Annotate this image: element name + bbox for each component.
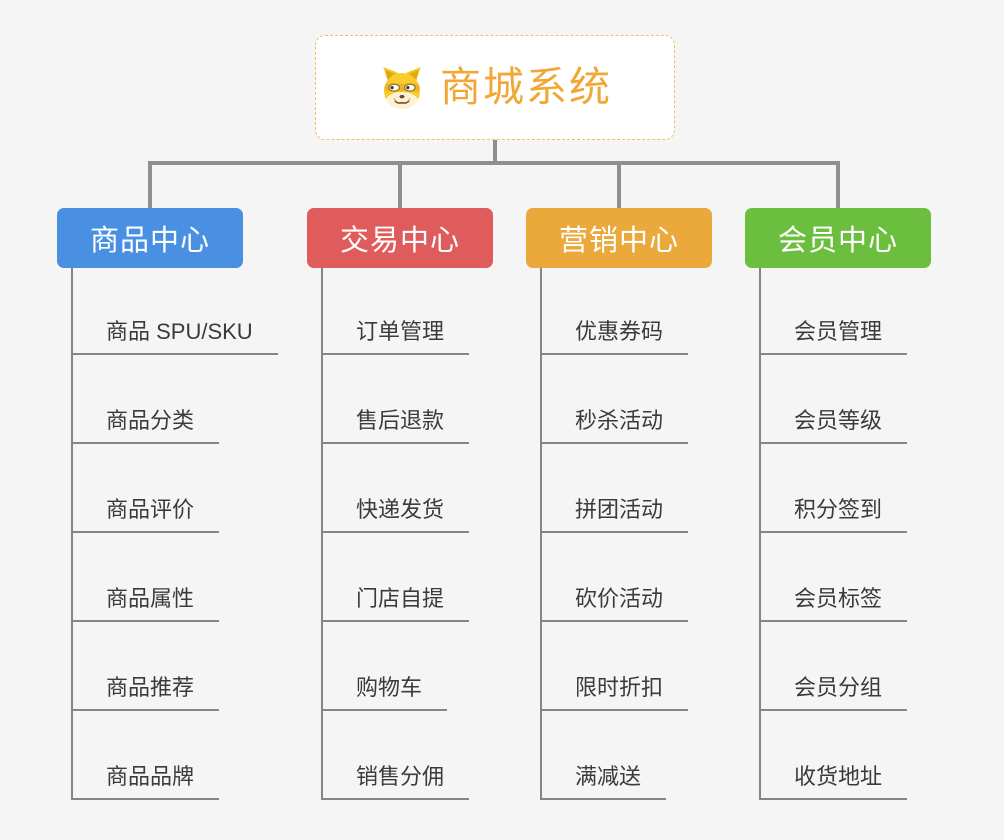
child-node[interactable]: 商品品牌	[71, 764, 220, 800]
child-node[interactable]: 砍价活动	[540, 586, 689, 622]
child-node[interactable]: 订单管理	[321, 319, 470, 355]
child-node[interactable]: 会员管理	[759, 319, 908, 355]
connector-horizontal-bar	[148, 161, 840, 165]
connector-drop-4	[836, 163, 840, 209]
connector-branch-trunk	[71, 268, 73, 800]
branch-column-4: 会员中心会员管理会员等级积分签到会员标签会员分组收货地址	[745, 208, 1004, 808]
dog-face-icon	[383, 66, 421, 109]
child-node[interactable]: 商品 SPU/SKU	[71, 319, 278, 355]
child-node[interactable]: 限时折扣	[540, 675, 689, 711]
child-node[interactable]: 购物车	[321, 675, 448, 711]
branch-node[interactable]: 商品中心	[57, 208, 243, 268]
branch-node[interactable]: 交易中心	[307, 208, 493, 268]
connector-branch-trunk	[759, 268, 761, 800]
connector-drop-2	[398, 163, 402, 209]
child-node[interactable]: 拼团活动	[540, 497, 689, 533]
child-node[interactable]: 会员等级	[759, 408, 908, 444]
branch-node[interactable]: 会员中心	[745, 208, 931, 268]
branch-column-3: 营销中心优惠券码秒杀活动拼团活动砍价活动限时折扣满减送	[526, 208, 786, 808]
child-node[interactable]: 商品属性	[71, 586, 220, 622]
child-node[interactable]: 售后退款	[321, 408, 470, 444]
child-node[interactable]: 满减送	[540, 764, 667, 800]
child-node[interactable]: 秒杀活动	[540, 408, 689, 444]
child-node[interactable]: 商品评价	[71, 497, 220, 533]
connector-branch-trunk	[321, 268, 323, 800]
child-node[interactable]: 快递发货	[321, 497, 470, 533]
branch-column-2: 交易中心订单管理售后退款快递发货门店自提购物车销售分佣	[307, 208, 567, 808]
child-node[interactable]: 会员分组	[759, 675, 908, 711]
connector-branch-trunk	[540, 268, 542, 800]
child-node[interactable]: 销售分佣	[321, 764, 470, 800]
connector-drop-3	[617, 163, 621, 209]
child-node[interactable]: 门店自提	[321, 586, 470, 622]
child-node[interactable]: 商品推荐	[71, 675, 220, 711]
branch-node[interactable]: 营销中心	[526, 208, 712, 268]
child-node[interactable]: 收货地址	[759, 764, 908, 800]
child-node[interactable]: 会员标签	[759, 586, 908, 622]
root-node[interactable]: 商城系统	[315, 35, 675, 140]
child-node[interactable]: 积分签到	[759, 497, 908, 533]
branch-column-1: 商品中心商品 SPU/SKU 商品分类商品评价商品属性商品推荐商品品牌	[57, 208, 317, 808]
child-node[interactable]: 优惠券码	[540, 319, 689, 355]
child-node[interactable]: 商品分类	[71, 408, 220, 444]
connector-drop-1	[148, 163, 152, 209]
root-title: 商城系统	[440, 64, 612, 110]
connector-root-stub	[493, 140, 497, 165]
